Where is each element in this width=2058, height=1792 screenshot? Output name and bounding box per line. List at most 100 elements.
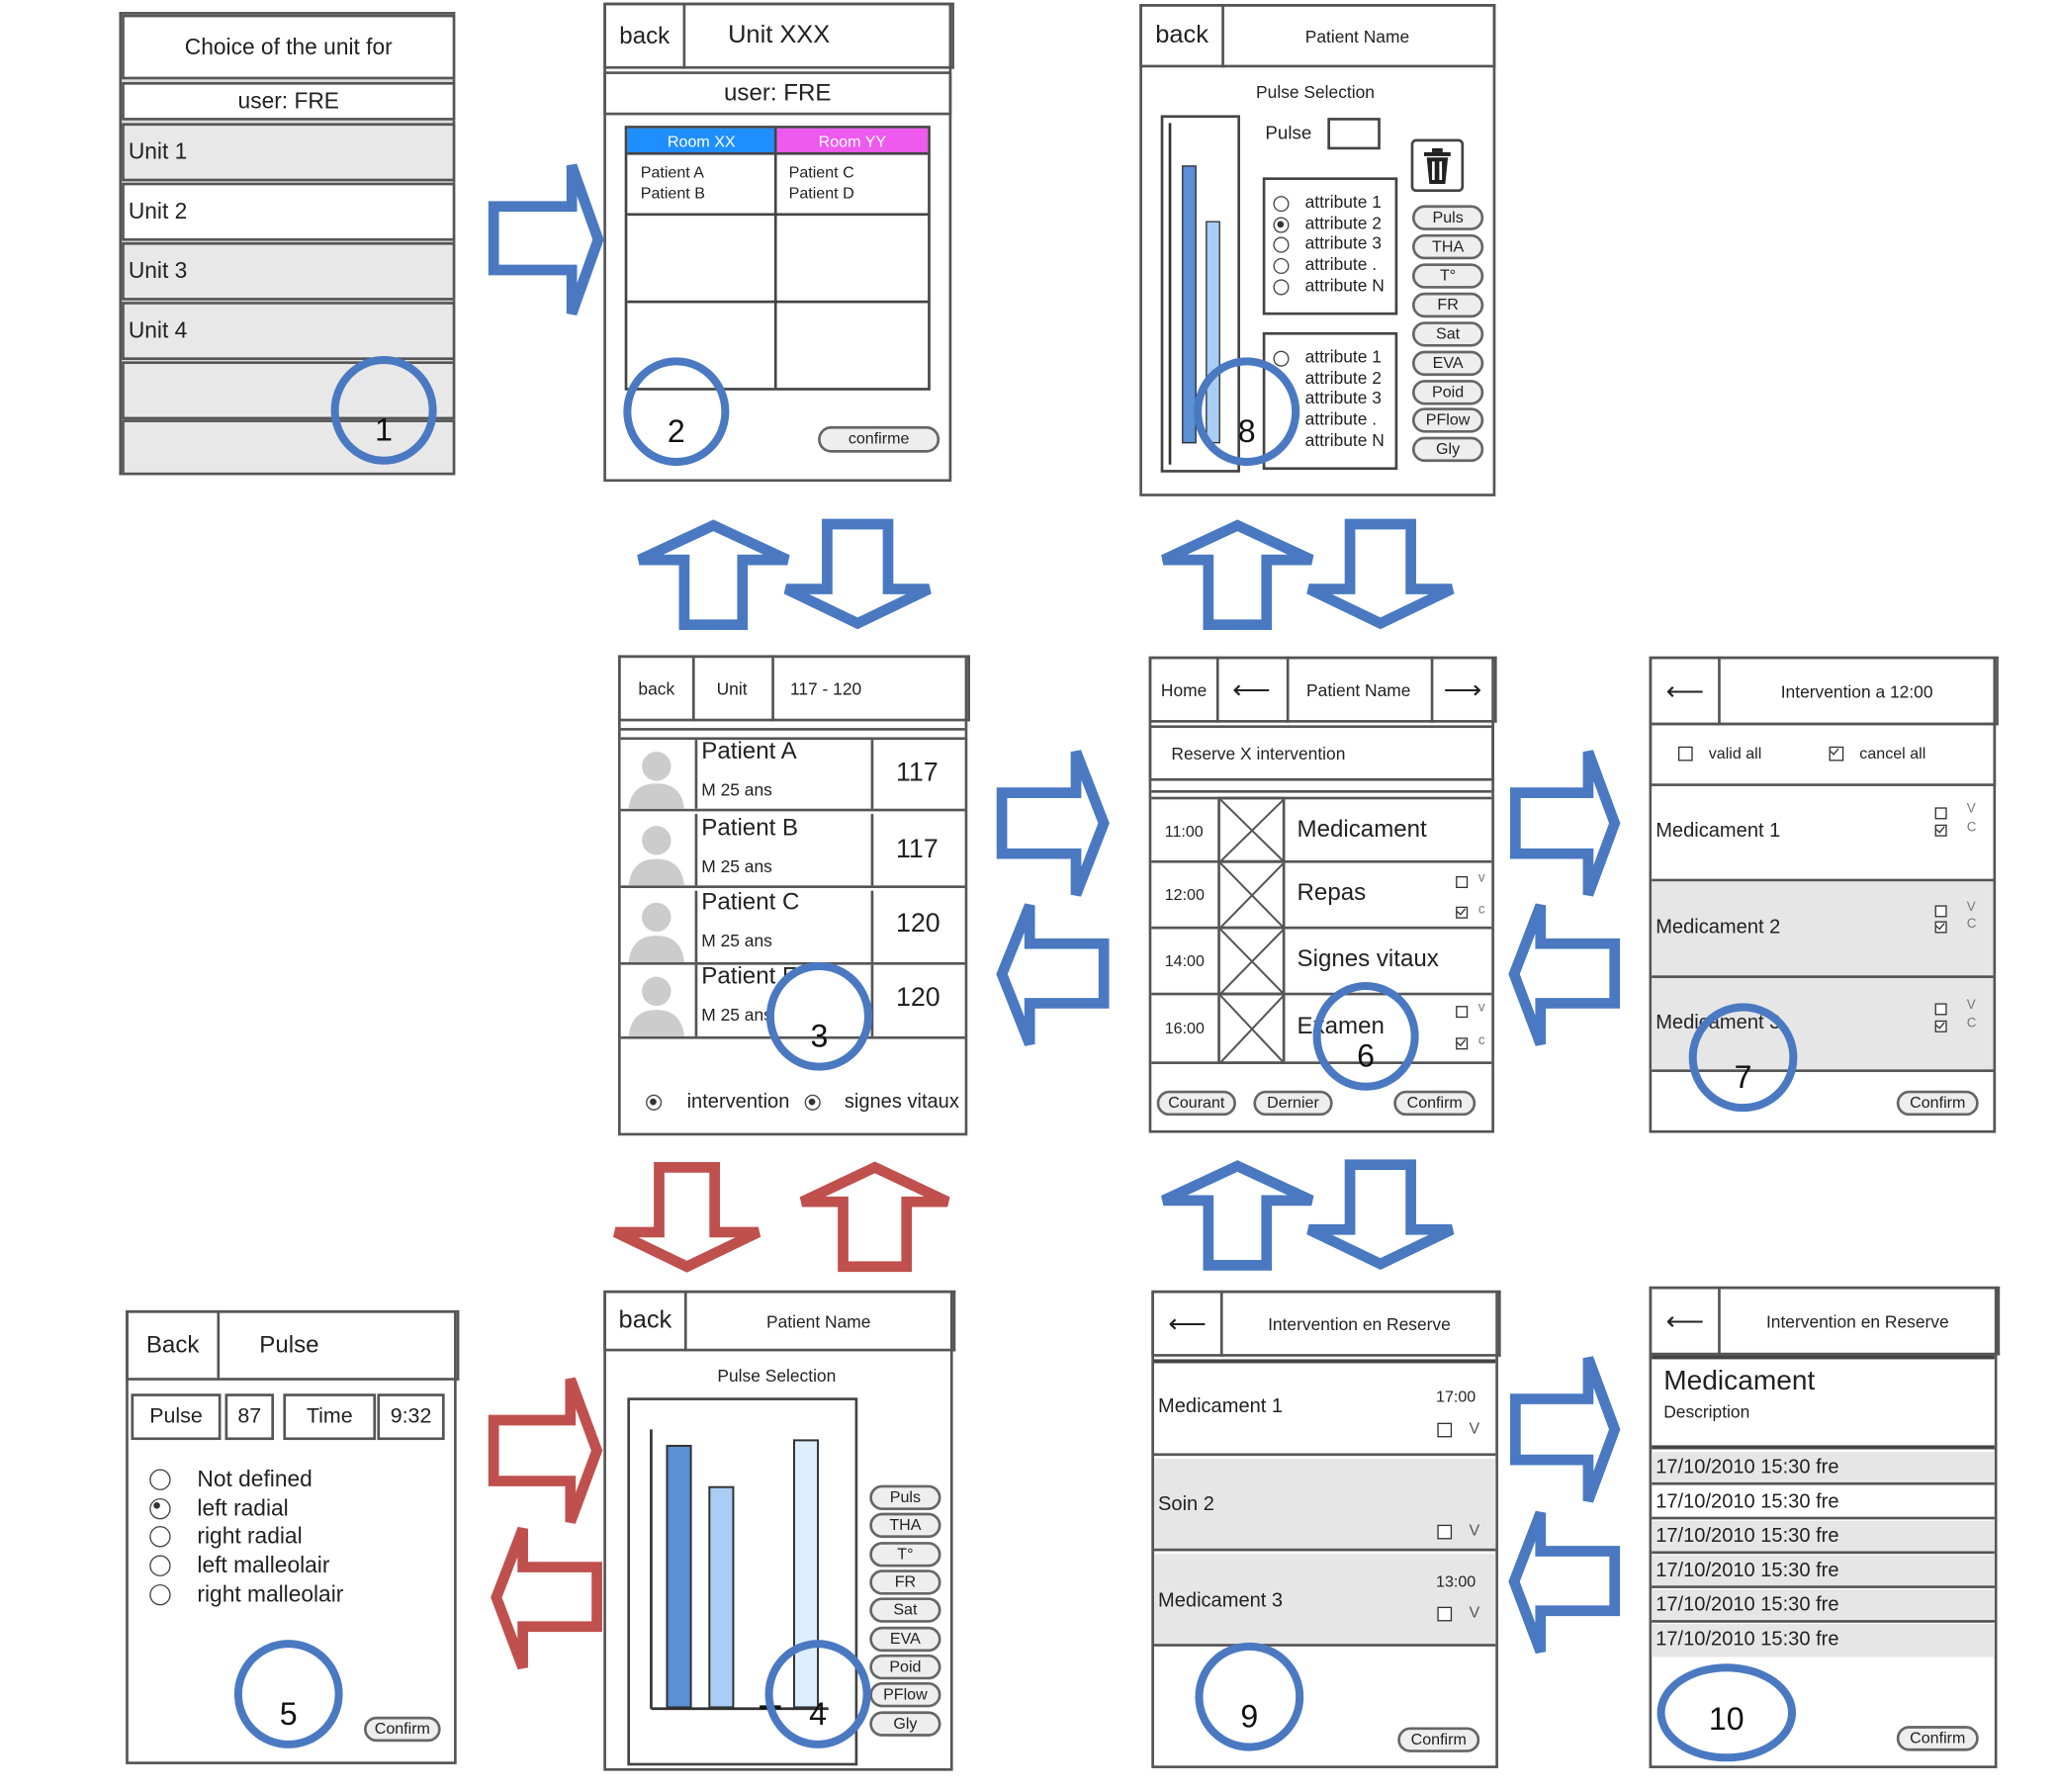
unit-list-item[interactable]: Unit 3: [122, 241, 456, 301]
location-radio[interactable]: [149, 1526, 171, 1548]
location-radio[interactable]: [149, 1555, 171, 1576]
measure-pill-button[interactable]: THA: [869, 1512, 941, 1539]
cancel-all-checkbox[interactable]: [1829, 746, 1844, 762]
measure-pill-button[interactable]: Sat: [869, 1597, 941, 1623]
confirm-button[interactable]: Confirm: [1393, 1090, 1476, 1117]
confirm-button[interactable]: confirme: [818, 425, 940, 453]
unit-list-item[interactable]: Unit 4: [122, 302, 456, 361]
back-button[interactable]: Back: [126, 1309, 221, 1381]
confirm-button[interactable]: Confirm: [1896, 1726, 1979, 1751]
room-patient[interactable]: Patient A: [640, 162, 705, 182]
back-arrow-button[interactable]: ⟵: [1649, 656, 1721, 726]
patient-info: M 25 ans: [701, 855, 772, 876]
trash-icon[interactable]: [1410, 138, 1465, 193]
measure-pill-button[interactable]: Gly: [1411, 436, 1484, 463]
c-label: c: [1477, 902, 1485, 918]
intervention-row[interactable]: 12:00 Repas v c: [1151, 859, 1492, 930]
measure-pill-button[interactable]: T°: [869, 1542, 941, 1568]
measure-pill-button[interactable]: EVA: [1411, 350, 1484, 377]
patient-row[interactable]: Patient A M 25 ans 117: [620, 737, 965, 812]
attribute-radio[interactable]: [1273, 257, 1290, 275]
grid-hline: [627, 300, 929, 304]
valid-checkbox[interactable]: [1437, 1606, 1453, 1622]
screen-4-pulse-chart: back Patient Name Pulse Selection Puls T…: [603, 1290, 956, 1771]
back-button[interactable]: back: [617, 655, 695, 722]
valid-checkbox[interactable]: [1456, 875, 1469, 888]
measure-pill-button[interactable]: Gly: [869, 1711, 941, 1737]
valid-checkbox[interactable]: [1437, 1524, 1453, 1540]
back-button[interactable]: back: [1139, 4, 1224, 68]
cancel-checkbox[interactable]: [1934, 824, 1947, 837]
unit-list-item[interactable]: Unit 2: [122, 182, 456, 241]
measure-pill-button[interactable]: Puls: [869, 1484, 941, 1511]
next-patient-button[interactable]: ⟶: [1430, 656, 1497, 723]
back-arrow-button[interactable]: ⟵: [1151, 1290, 1223, 1357]
confirm-button[interactable]: Confirm: [364, 1716, 441, 1743]
pulse-input[interactable]: [1327, 118, 1381, 150]
arrow-down-2-3: [783, 518, 932, 630]
intervention-row[interactable]: 14:00 Signes vitaux: [1151, 926, 1492, 996]
courant-button[interactable]: Courant: [1156, 1090, 1236, 1117]
screen-number-badge: 5: [233, 1640, 343, 1748]
measure-pill-button[interactable]: Poid: [869, 1654, 941, 1680]
c-label: C: [1966, 1016, 1977, 1031]
valid-checkbox[interactable]: [1934, 1003, 1947, 1016]
cancel-checkbox[interactable]: [1456, 1037, 1469, 1050]
home-button[interactable]: Home: [1148, 656, 1219, 723]
back-button[interactable]: back: [603, 2, 686, 69]
measure-pill-button[interactable]: EVA: [869, 1626, 941, 1653]
attribute-group: attribute 1 attribute 2 attribute 3 attr…: [1262, 177, 1398, 315]
reserve-item[interactable]: Medicament 3 13:00 V: [1153, 1554, 1496, 1647]
back-button[interactable]: back: [603, 1290, 687, 1352]
confirm-button[interactable]: Confirm: [1397, 1727, 1480, 1752]
user-label: user: FRE: [603, 71, 952, 116]
unit-title: Unit XXX: [682, 2, 954, 69]
measure-pill-button[interactable]: Puls: [1411, 205, 1484, 230]
measure-pill-button[interactable]: FR: [869, 1569, 941, 1595]
intervention-row[interactable]: 11:00 Medicament: [1151, 796, 1492, 863]
valid-checkbox[interactable]: [1934, 807, 1947, 820]
measure-pill-button[interactable]: PFlow: [1411, 407, 1484, 433]
measure-pill-button[interactable]: Poid: [1411, 380, 1484, 405]
attribute-radio[interactable]: [1273, 279, 1290, 296]
measure-pill-button[interactable]: THA: [1411, 233, 1484, 260]
cancel-checkbox[interactable]: [1934, 921, 1947, 934]
valid-checkbox[interactable]: [1456, 1006, 1469, 1019]
intervention-radio[interactable]: [646, 1094, 663, 1111]
back-arrow-button[interactable]: ⟵: [1649, 1286, 1721, 1356]
measure-pill-button[interactable]: PFlow: [869, 1681, 941, 1708]
reserve-item[interactable]: Soin 2 V: [1153, 1458, 1496, 1552]
measure-pill-button[interactable]: T°: [1411, 263, 1484, 289]
patient-row[interactable]: Patient B M 25 ans 117: [620, 814, 965, 888]
location-radio[interactable]: [149, 1469, 171, 1490]
attribute-radio[interactable]: [1273, 217, 1290, 233]
location-radio[interactable]: [149, 1497, 171, 1520]
confirm-button[interactable]: Confirm: [1896, 1090, 1979, 1117]
attribute-radio[interactable]: [1273, 350, 1290, 367]
medication-item[interactable]: Medicament 2 V C: [1652, 881, 1994, 979]
time-value-field[interactable]: 9:32: [377, 1393, 445, 1441]
cancel-checkbox[interactable]: [1456, 906, 1469, 919]
signes-vitaux-radio[interactable]: [804, 1094, 821, 1111]
location-radio[interactable]: [149, 1583, 171, 1606]
attribute-radio[interactable]: [1273, 196, 1290, 213]
reserve-item[interactable]: Medicament 1 17:00 V: [1153, 1363, 1496, 1457]
room-patient[interactable]: Patient C: [788, 162, 854, 182]
valid-all-checkbox[interactable]: [1677, 746, 1693, 762]
room-patient[interactable]: Patient B: [640, 184, 705, 203]
unit-list-item[interactable]: Unit 1: [122, 123, 456, 182]
cancel-checkbox[interactable]: [1934, 1020, 1947, 1032]
previous-patient-button[interactable]: ⟵: [1215, 656, 1290, 723]
arrow-right-3-6: [996, 750, 1110, 897]
dernier-button[interactable]: Dernier: [1253, 1090, 1333, 1117]
pulse-value-field[interactable]: 87: [224, 1393, 275, 1441]
valid-checkbox[interactable]: [1437, 1422, 1453, 1438]
measure-pill-button[interactable]: FR: [1411, 292, 1484, 318]
room-patient[interactable]: Patient D: [788, 184, 854, 203]
measure-pill-button[interactable]: Sat: [1411, 321, 1484, 347]
attribute-radio[interactable]: [1273, 236, 1290, 253]
medication-item[interactable]: Medicament 1 V C: [1652, 788, 1994, 882]
reserve-intervention-link[interactable]: Reserve X intervention: [1148, 725, 1494, 781]
valid-checkbox[interactable]: [1934, 905, 1947, 918]
patient-row[interactable]: Patient C M 25 ans 120: [620, 888, 965, 965]
